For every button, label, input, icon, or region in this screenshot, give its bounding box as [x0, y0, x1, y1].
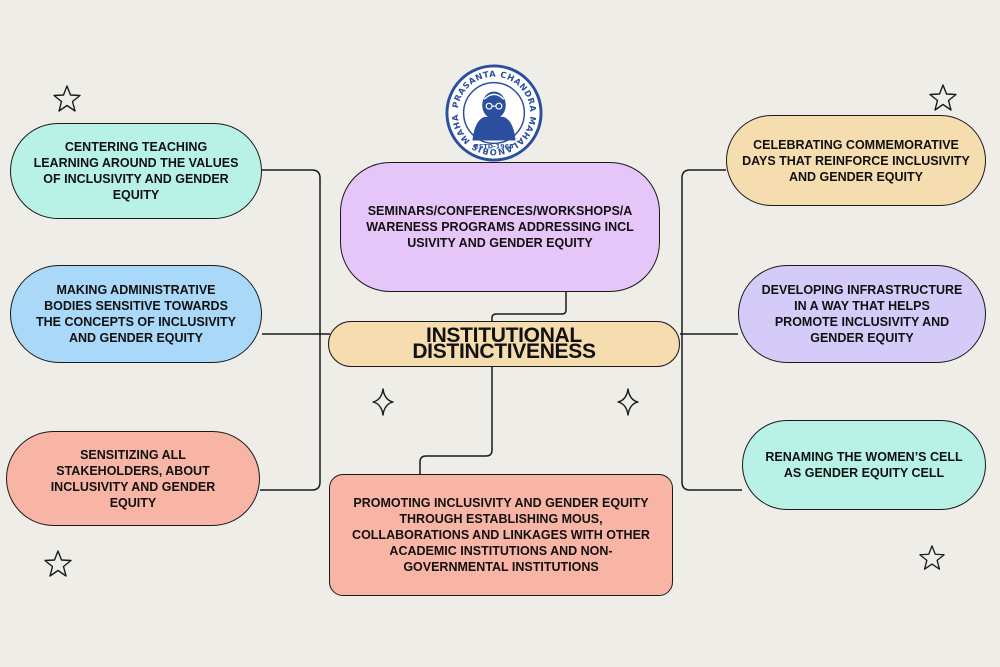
node-infrastructure: DEVELOPING INFRASTRUCTURE IN A WAY THAT …: [738, 265, 986, 363]
star-icon: [919, 545, 945, 570]
connector-teaching: [260, 169, 321, 491]
node-renaming: RENAMING THE WOMEN’S CELL AS GENDER EQUI…: [742, 420, 986, 510]
sparkle-icon: [372, 388, 394, 416]
svg-text:ESTD-1965: ESTD-1965: [475, 142, 514, 150]
college-logo: PRASANTA CHANDRA MAHALANOBIS MAHAVIDYALA…: [445, 64, 543, 162]
connector-promoting: [419, 367, 493, 474]
node-stakeholders: SENSITIZING ALL STAKEHOLDERS, ABOUT INCL…: [6, 431, 260, 526]
node-teaching: CENTERING TEACHING LEARNING AROUND THE V…: [10, 123, 262, 219]
star-icon: [929, 84, 957, 111]
connector-celebrating: [681, 169, 742, 491]
connector-seminars: [491, 292, 567, 323]
sparkle-icon: [617, 388, 639, 416]
node-celebrating: CELEBRATING COMMEMORATIVE DAYS THAT REIN…: [726, 115, 986, 206]
center-node: INSTITUTIONAL DISTINCTIVENESS: [328, 321, 680, 367]
node-promoting: PROMOTING INCLUSIVITY AND GENDER EQUITY …: [329, 474, 673, 596]
node-seminars: SEMINARS/CONFERENCES/WORKSHOPS/AWARENESS…: [340, 162, 660, 292]
node-admin: MAKING ADMINISTRATIVE BODIES SENSITIVE T…: [10, 265, 262, 363]
star-icon: [53, 85, 81, 112]
star-icon: [44, 550, 72, 577]
